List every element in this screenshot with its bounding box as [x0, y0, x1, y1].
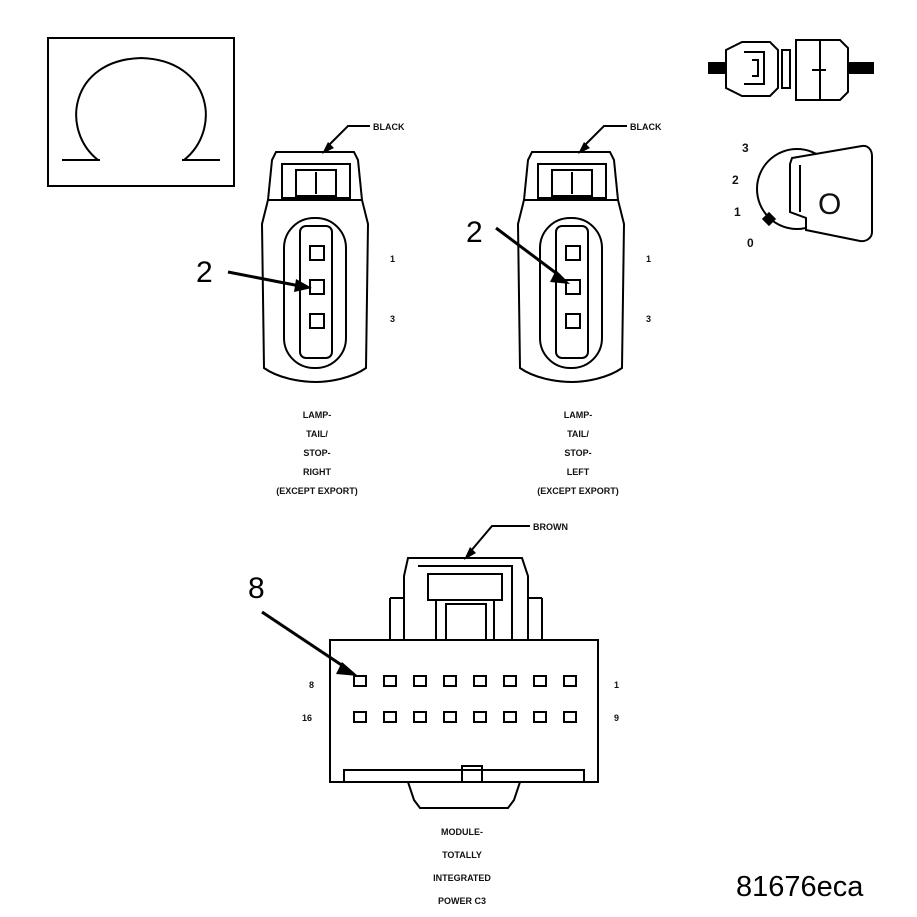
connector-right-pin-3: 3 — [646, 314, 651, 324]
connector-right-color-label: BLACK — [630, 122, 662, 132]
figure-id: 81676eca — [736, 871, 864, 903]
connector-bottom-caption-3: INTEGRATED — [433, 873, 491, 883]
connector-left-color-label: BLACK — [373, 122, 405, 132]
connector-right-caption-1: LAMP- — [564, 410, 593, 420]
connector-bottom-caption-1: MODULE- — [441, 827, 483, 837]
connector-left-callout: 2 — [196, 256, 213, 289]
connector-left-caption-2: TAIL/ — [306, 429, 328, 439]
connector-bottom-pin-9: 9 — [614, 713, 619, 723]
connector-bottom-caption-4: POWER C3 — [438, 896, 486, 906]
connector-left-caption-5: (EXCEPT EXPORT) — [276, 486, 358, 496]
connector-bottom: BROWN 8 1 16 9 8 — [248, 522, 619, 906]
connector-left: BLACK 1 3 2 LAMP- TAIL/ STOP- RIGHT (EXC… — [196, 122, 405, 496]
connector-right-callout: 2 — [466, 216, 483, 249]
connector-bottom-pin-16: 16 — [302, 713, 312, 723]
connector-left-caption-4: RIGHT — [303, 467, 332, 477]
connector-unplug-icon — [708, 39, 874, 101]
connector-left-pin-1: 1 — [390, 254, 395, 264]
ohmmeter-icon — [47, 37, 235, 187]
connector-left-caption-3: STOP- — [303, 448, 330, 458]
ignition-key-icon: O 3 2 1 0 — [732, 141, 873, 250]
key-position-2: 2 — [732, 173, 739, 187]
connector-left-caption-1: LAMP- — [303, 410, 332, 420]
key-position-3: 3 — [742, 141, 749, 155]
key-position-0: 0 — [747, 236, 754, 250]
connector-bottom-pin-1: 1 — [614, 680, 619, 690]
connector-right-pin-1: 1 — [646, 254, 651, 264]
connector-right: BLACK 1 3 2 LAMP- TAIL/ STOP- LEFT (EXCE… — [466, 122, 662, 496]
connector-bottom-color-label: BROWN — [533, 522, 568, 532]
connector-bottom-caption-2: TOTALLY — [442, 850, 482, 860]
connector-right-caption-2: TAIL/ — [567, 429, 589, 439]
key-position-1: 1 — [734, 205, 741, 219]
connector-bottom-pin-8: 8 — [309, 680, 314, 690]
connector-right-caption-4: LEFT — [567, 467, 590, 477]
key-off-symbol: O — [818, 188, 841, 221]
connector-right-caption-3: STOP- — [564, 448, 591, 458]
connector-left-pin-3: 3 — [390, 314, 395, 324]
connector-bottom-callout: 8 — [248, 572, 265, 605]
connector-right-caption-5: (EXCEPT EXPORT) — [537, 486, 619, 496]
